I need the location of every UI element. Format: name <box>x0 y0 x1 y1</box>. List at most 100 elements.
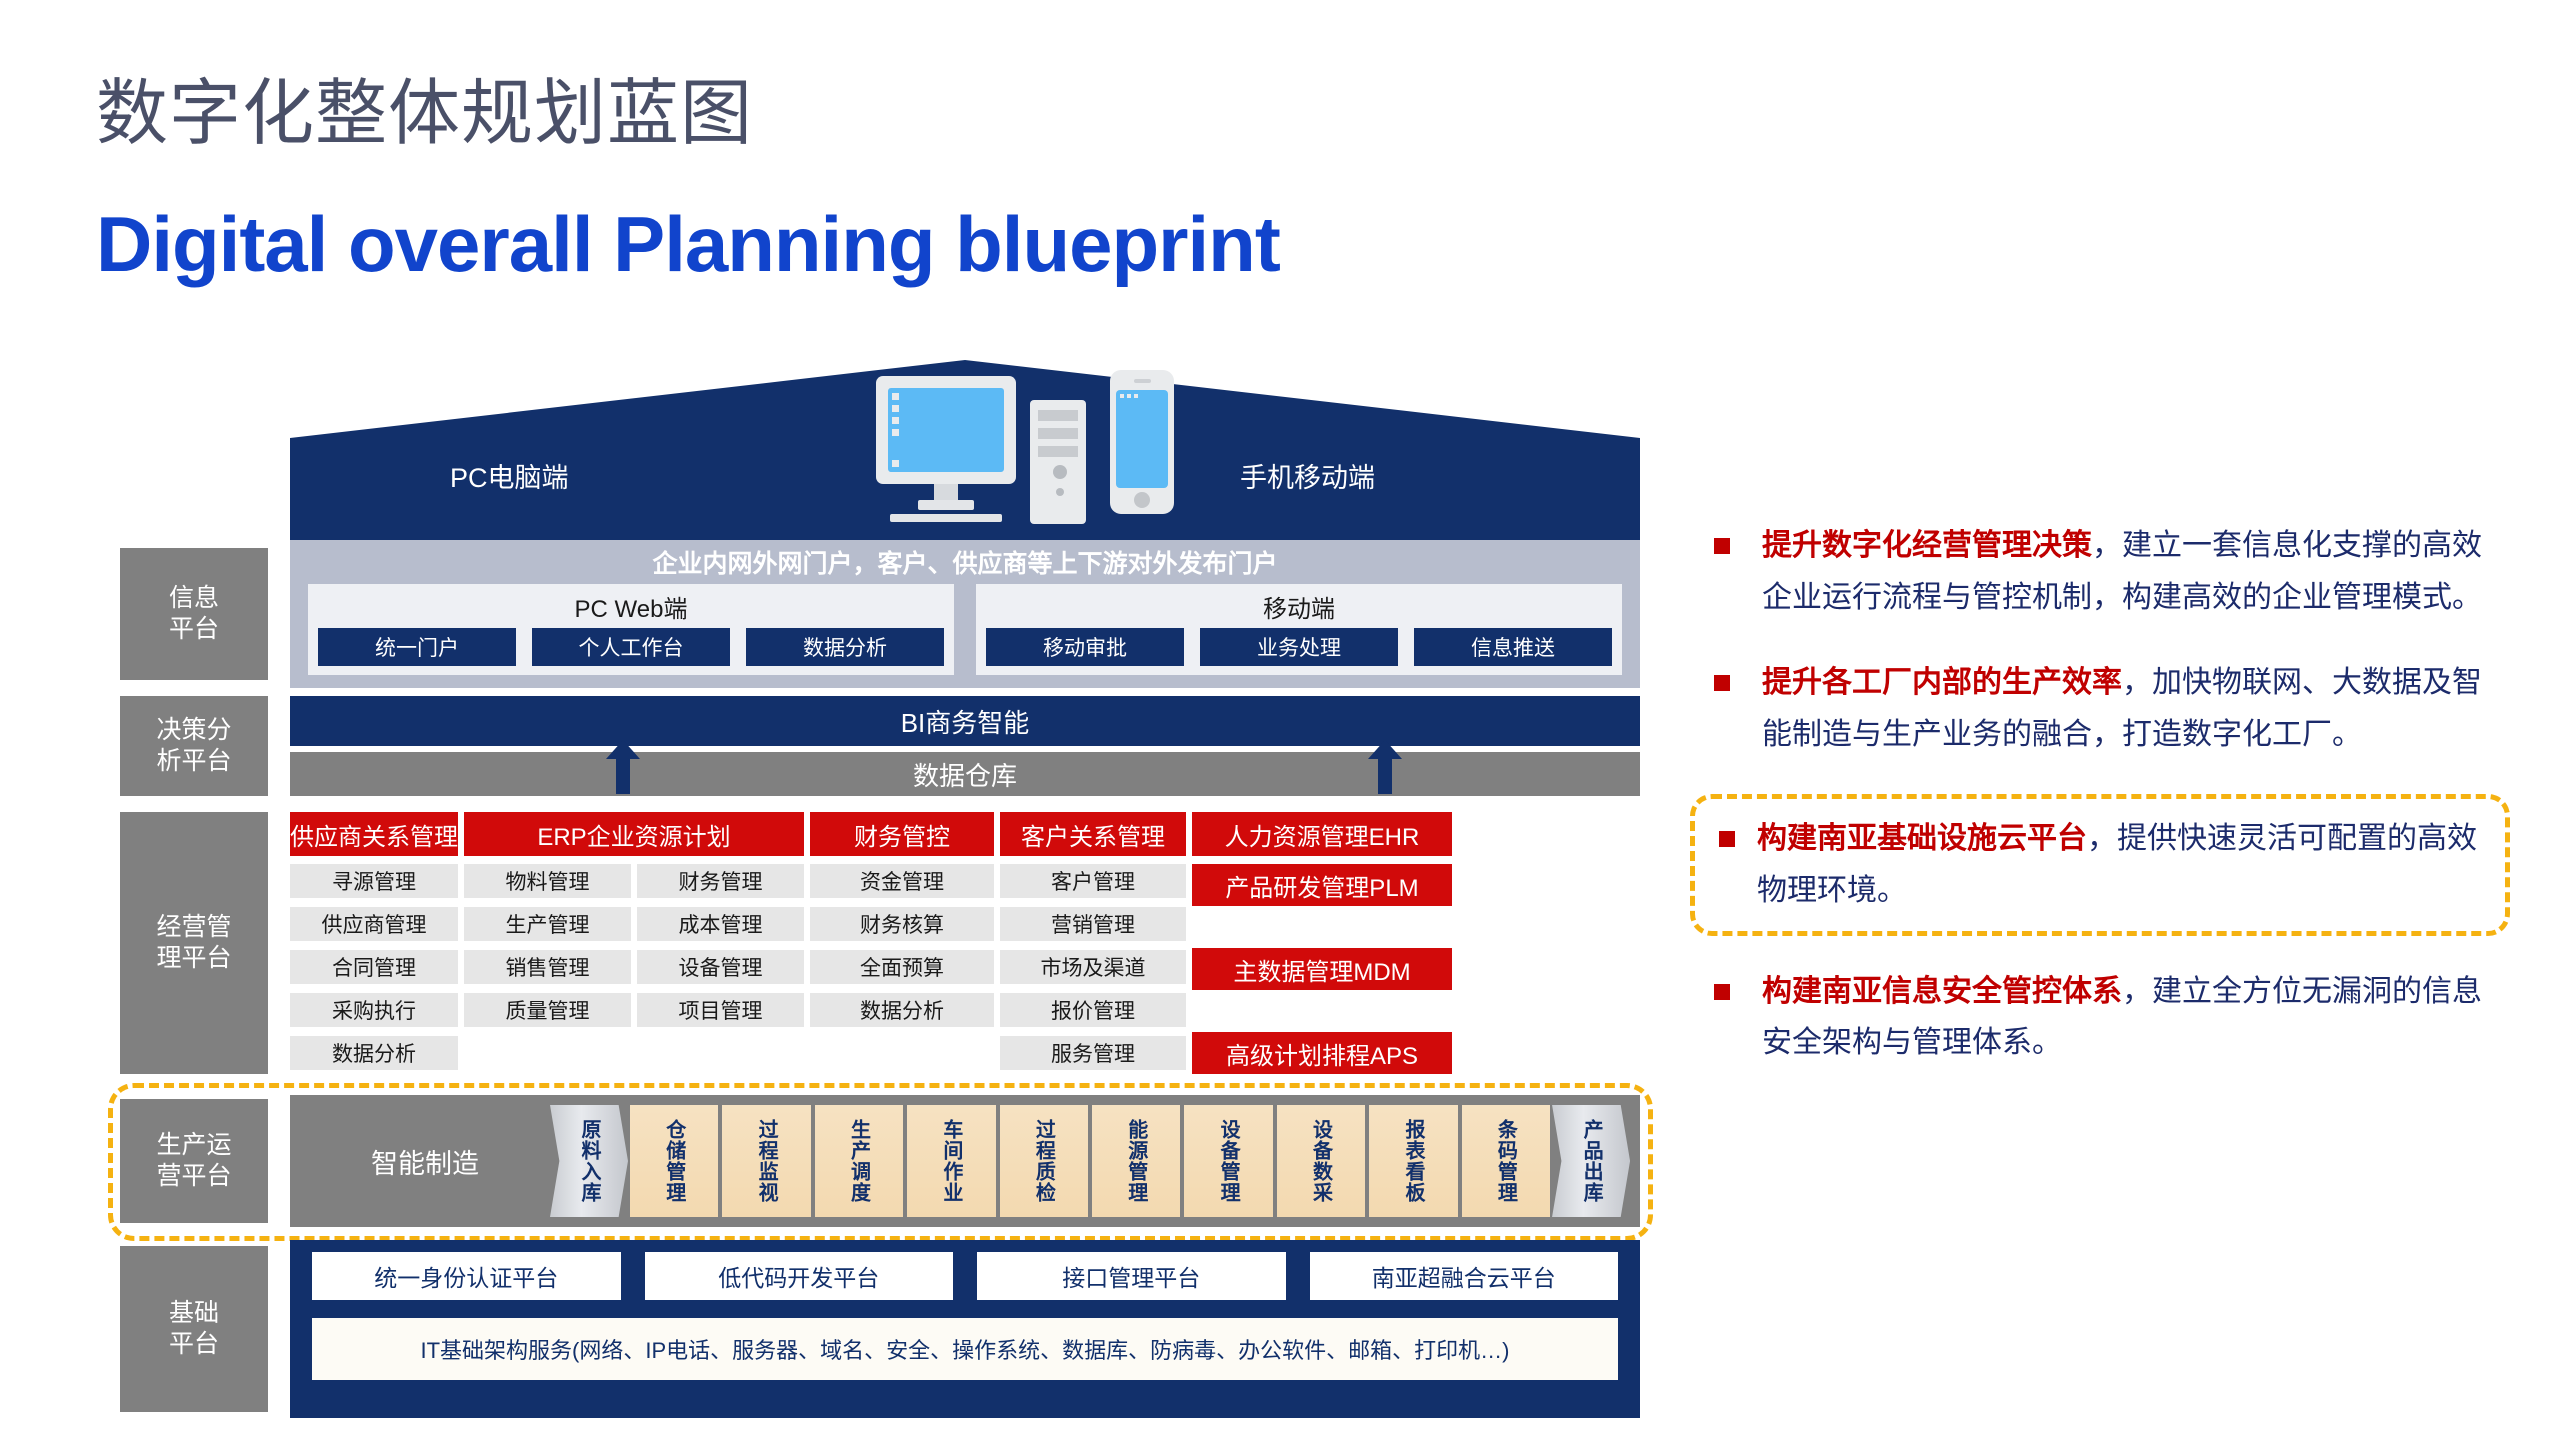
chip-data-analysis-web[interactable]: 数据分析 <box>746 628 944 666</box>
platform-label-information: 信息平台 <box>120 548 268 680</box>
bullet-highlight-1: 提升数字化经营管理决策 <box>1762 529 2092 562</box>
tile-data-analysis-finance[interactable]: 数据分析 <box>810 993 994 1027</box>
portal-columns: PC Web端 统一门户 个人工作台 数据分析 移动端 移动审批 业务处理 信息… <box>290 584 1640 675</box>
diagram-roof: PC电脑端 手机移动端 <box>290 360 1640 540</box>
tile-finance-mgmt[interactable]: 财务管理 <box>637 864 804 898</box>
base-platform-chips: 统一身份认证平台 低代码开发平台 接口管理平台 南亚超融合云平台 <box>312 1252 1618 1300</box>
pc-tower-icon <box>1030 400 1086 524</box>
desktop-monitor-icon <box>876 376 1016 522</box>
row-production-platform: 生产运营平台 智能制造 原料入库 仓储管理 过程监视 生产调度 车间作业 过程质… <box>120 1095 1640 1227</box>
platform-label-production-text: 生产运营平台 <box>156 1130 232 1190</box>
row-base-platform: 基础平台 统一身份认证平台 低代码开发平台 接口管理平台 南亚超融合云平台 IT… <box>120 1240 1640 1418</box>
step-raw-material-inbound[interactable]: 原料入库 <box>550 1105 628 1217</box>
header-srm[interactable]: 供应商关系管理 <box>290 812 458 856</box>
tile-column-erp-right: 财务管理 成本管理 设备管理 项目管理 <box>637 864 804 1074</box>
business-tile-grid: 寻源管理 供应商管理 合同管理 采购执行 数据分析 物料管理 生产管理 销售管理… <box>290 864 1640 1074</box>
step-workshop-operation[interactable]: 车间作业 <box>907 1105 996 1217</box>
step-report-dashboard[interactable]: 报表看板 <box>1369 1105 1458 1217</box>
tile-fund-mgmt[interactable]: 资金管理 <box>810 864 994 898</box>
tile-material-mgmt[interactable]: 物料管理 <box>464 864 631 898</box>
bullet-rest-2: ，加快物联网、大数据及智能制造与生产业务的融合，打造数字化工厂。 <box>1762 666 2482 751</box>
header-erp[interactable]: ERP企业资源计划 <box>464 812 804 856</box>
tile-production-mgmt[interactable]: 生产管理 <box>464 907 631 941</box>
bullet-point-1: 提升数字化经营管理决策，建立一套信息化支撑的高效企业运行流程与管控机制，构建高效… <box>1700 520 2510 623</box>
roof-label-pc: PC电脑端 <box>450 463 569 493</box>
tile-sourcing-mgmt[interactable]: 寻源管理 <box>290 864 458 898</box>
portal-column-mobile-title: 移动端 <box>1263 596 1335 623</box>
tile-data-analysis-srm[interactable]: 数据分析 <box>290 1036 458 1070</box>
step-equipment-mgmt[interactable]: 设备管理 <box>1184 1105 1273 1217</box>
tile-column-erp-left: 物料管理 生产管理 销售管理 质量管理 <box>464 864 631 1074</box>
step-barcode-mgmt[interactable]: 条码管理 <box>1461 1105 1551 1217</box>
tile-cost-mgmt[interactable]: 成本管理 <box>637 907 804 941</box>
arrow-up-icon-left <box>606 740 640 794</box>
portal-banner: 企业内网外网门户，客户、供应商等上下游对外发布门户 <box>652 550 1278 578</box>
bullet-rest-1: ，建立一套信息化支撑的高效企业运行流程与管控机制，构建高效的企业管理模式。 <box>1762 529 2482 614</box>
tile-project-mgmt[interactable]: 项目管理 <box>637 993 804 1027</box>
bullet-square-icon-1 <box>1714 538 1730 554</box>
tile-column-finance: 资金管理 财务核算 全面预算 数据分析 <box>810 864 994 1074</box>
business-headers: 供应商关系管理 ERP企业资源计划 财务管控 客户关系管理 人力资源管理EHR <box>290 812 1640 856</box>
step-production-scheduling[interactable]: 生产调度 <box>814 1105 904 1217</box>
platform-label-decision-text: 决策分析平台 <box>156 715 232 775</box>
tile-marketing-mgmt[interactable]: 营销管理 <box>1000 907 1186 941</box>
step-warehouse-mgmt[interactable]: 仓储管理 <box>630 1105 719 1217</box>
row-business-platform: 经营管理平台 供应商关系管理 ERP企业资源计划 财务管控 客户关系管理 人力资… <box>120 812 1640 1082</box>
chip-hyperconverged-cloud[interactable]: 南亚超融合云平台 <box>1309 1252 1618 1300</box>
platform-label-production: 生产运营平台 <box>120 1099 268 1223</box>
step-energy-mgmt[interactable]: 能源管理 <box>1092 1105 1181 1217</box>
architecture-diagram: PC电脑端 手机移动端 <box>108 360 1653 1420</box>
band-data-warehouse: 数据仓库 <box>290 752 1640 796</box>
bullet-point-2: 提升各工厂内部的生产效率，加快物联网、大数据及智能制造与生产业务的融合，打造数字… <box>1700 657 2510 760</box>
tile-quotation-mgmt[interactable]: 报价管理 <box>1000 993 1186 1027</box>
information-platform-body: 企业内网外网门户，客户、供应商等上下游对外发布门户 PC Web端 统一门户 个… <box>290 540 1640 688</box>
portal-column-pcweb-title: PC Web端 <box>574 596 688 623</box>
bullet-point-3: 构建南亚基础设施云平台，提供快速灵活可配置的高效物理环境。 <box>1690 794 2510 936</box>
platform-label-information-text: 信息平台 <box>168 583 219 643</box>
chip-unified-identity-auth[interactable]: 统一身份认证平台 <box>312 1252 621 1300</box>
chip-business-processing[interactable]: 业务处理 <box>1200 628 1398 666</box>
step-process-quality-check[interactable]: 过程质检 <box>999 1105 1089 1217</box>
tile-column-srm: 寻源管理 供应商管理 合同管理 采购执行 数据分析 <box>290 864 458 1074</box>
it-infrastructure-services: IT基础架构服务(网络、IP电话、服务器、域名、安全、操作系统、数据库、防病毒、… <box>312 1318 1618 1380</box>
platform-label-base-text: 基础平台 <box>168 1298 219 1358</box>
chip-mobile-approval[interactable]: 移动审批 <box>986 628 1184 666</box>
tile-plm[interactable]: 产品研发管理PLM <box>1192 864 1452 906</box>
tile-finance-accounting[interactable]: 财务核算 <box>810 907 994 941</box>
chip-lowcode-dev[interactable]: 低代码开发平台 <box>644 1252 953 1300</box>
tile-quality-mgmt[interactable]: 质量管理 <box>464 993 631 1027</box>
bullet-rest-3: ，提供快速灵活可配置的高效物理环境。 <box>1757 822 2477 907</box>
tile-market-channel[interactable]: 市场及渠道 <box>1000 950 1186 984</box>
step-equipment-data-collection[interactable]: 设备数采 <box>1276 1105 1366 1217</box>
tile-service-mgmt[interactable]: 服务管理 <box>1000 1036 1186 1070</box>
header-crm[interactable]: 客户关系管理 <box>1000 812 1186 856</box>
tile-purchase-exec[interactable]: 采购执行 <box>290 993 458 1027</box>
bullet-point-4: 构建南亚信息安全管控体系，建立全方位无漏洞的信息安全架构与管理体系。 <box>1700 966 2510 1069</box>
step-product-outbound[interactable]: 产品出库 <box>1552 1105 1631 1217</box>
band-bi: BI商务智能 <box>290 696 1640 746</box>
chip-personal-workbench[interactable]: 个人工作台 <box>532 628 730 666</box>
bullet-rest-4: ，建立全方位无漏洞的信息安全架构与管理体系。 <box>1762 974 2482 1060</box>
tile-sales-mgmt[interactable]: 销售管理 <box>464 950 631 984</box>
header-ehr[interactable]: 人力资源管理EHR <box>1192 812 1452 856</box>
portal-column-pcweb: PC Web端 统一门户 个人工作台 数据分析 <box>308 584 954 675</box>
tile-customer-mgmt[interactable]: 客户管理 <box>1000 864 1186 898</box>
bullet-square-icon-3 <box>1719 831 1735 848</box>
tile-column-red: 产品研发管理PLM 主数据管理MDM 高级计划排程APS <box>1192 864 1452 1074</box>
header-finance-control[interactable]: 财务管控 <box>810 812 994 856</box>
tile-contract-mgmt[interactable]: 合同管理 <box>290 950 458 984</box>
chip-unified-portal[interactable]: 统一门户 <box>318 628 516 666</box>
portal-column-mobile: 移动端 移动审批 业务处理 信息推送 <box>976 584 1622 675</box>
platform-label-base: 基础平台 <box>120 1246 268 1412</box>
mobile-phone-icon <box>1110 370 1174 514</box>
tile-mdm[interactable]: 主数据管理MDM <box>1192 948 1452 990</box>
chip-interface-mgmt[interactable]: 接口管理平台 <box>977 1252 1286 1300</box>
arrow-up-icon-right <box>1368 740 1402 794</box>
tile-supplier-mgmt[interactable]: 供应商管理 <box>290 907 458 941</box>
tile-comprehensive-budget[interactable]: 全面预算 <box>810 950 994 984</box>
step-process-monitoring[interactable]: 过程监视 <box>722 1105 811 1217</box>
tile-column-crm: 客户管理 营销管理 市场及渠道 报价管理 服务管理 <box>1000 864 1186 1074</box>
chip-message-push[interactable]: 信息推送 <box>1414 628 1612 666</box>
tile-aps[interactable]: 高级计划排程APS <box>1192 1032 1452 1074</box>
tile-equipment-mgmt-erp[interactable]: 设备管理 <box>637 950 804 984</box>
